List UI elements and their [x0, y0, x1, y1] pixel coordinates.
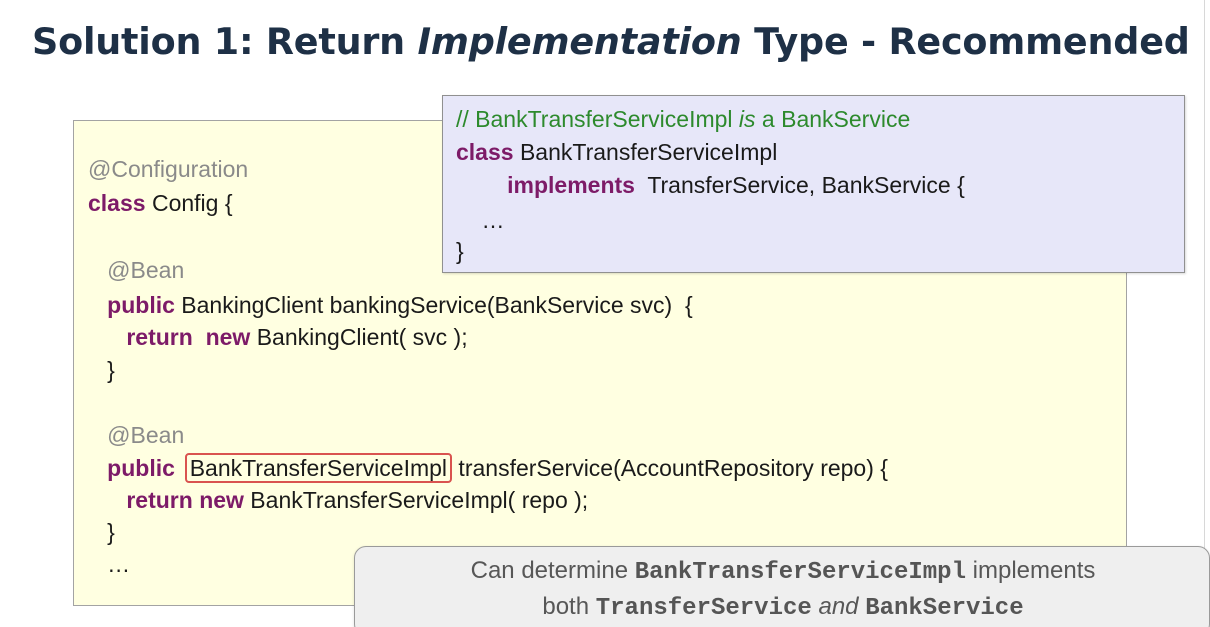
method1-close-brace: } [107, 357, 115, 383]
method2-signature: transferService(AccountRepository repo) … [452, 455, 888, 481]
interface-ellipsis-line: … [456, 207, 505, 233]
slide-right-divider [1204, 0, 1205, 627]
impl-class-name: BankTransferServiceImpl [513, 139, 778, 165]
config-annotation-line: @Configuration [88, 156, 248, 182]
code-comment: // BankTransferServiceImpl is a BankServ… [456, 106, 911, 132]
new-keyword-2: new [199, 487, 244, 513]
title-text-part2: Type - Recommended [741, 20, 1190, 63]
interface-comment-line: // BankTransferServiceImpl is a BankServ… [456, 106, 910, 132]
interface-class-line: class BankTransferServiceImpl [456, 139, 777, 165]
note-line-2: both TransferService and BankService [542, 593, 1024, 622]
callout-note: Can determine BankTransferServiceImpl im… [354, 546, 1210, 627]
method1-signature-line: public BankingClient bankingService(Bank… [88, 292, 693, 318]
config-ellipsis: … [107, 551, 131, 577]
method1-body-line: return new BankingClient( svc ); [88, 324, 468, 350]
bean-annotation-line-2: @Bean [88, 422, 184, 448]
method1-close-line: } [88, 357, 115, 383]
method2-body: BankTransferServiceImpl( repo ); [243, 487, 589, 513]
interface-close-line: } [456, 238, 464, 264]
method2-close-brace: } [107, 519, 115, 545]
public-keyword-1: public [107, 292, 175, 318]
note-code-bank: BankService [865, 595, 1024, 622]
method2-body-line: return new BankTransferServiceImpl( repo… [88, 487, 588, 513]
note-and-emphasis: and [818, 593, 859, 620]
config-class-declaration: Config { [145, 190, 233, 216]
impl-ellipsis: … [456, 207, 505, 233]
method2-close-line: } [88, 519, 115, 545]
public-keyword-2: public [107, 455, 175, 481]
return-keyword-2: return [126, 487, 193, 513]
impl-close-brace: } [456, 238, 464, 264]
implementation-class-box: // BankTransferServiceImpl is a BankServ… [442, 95, 1185, 273]
class-keyword-impl: class [456, 139, 514, 165]
bean-annotation-line-1: @Bean [88, 257, 184, 283]
config-class-line: class Config { [88, 190, 233, 216]
title-emphasis: Implementation [417, 20, 742, 63]
config-ellipsis-line: … [88, 551, 130, 577]
bean-annotation-2: @Bean [107, 422, 185, 448]
class-keyword: class [88, 190, 146, 216]
interface-implements-line: implements TransferService, BankService … [456, 172, 965, 198]
implements-keyword: implements [507, 172, 635, 198]
highlighted-return-type: BankTransferServiceImpl [184, 453, 453, 483]
implements-list: TransferService, BankService { [634, 172, 965, 198]
new-keyword-1: new [205, 324, 251, 350]
return-keyword-1: return [126, 324, 193, 350]
slide-title: Solution 1: Return Implementation Type -… [32, 20, 1190, 63]
configuration-annotation: @Configuration [88, 156, 249, 182]
title-text-part1: Solution 1: Return [32, 20, 418, 63]
note-line-1: Can determine BankTransferServiceImpl im… [470, 557, 1096, 586]
bean-annotation-1: @Bean [107, 257, 185, 283]
method1-body: BankingClient( svc ); [250, 324, 468, 350]
method2-signature-line: public BankTransferServiceImpl transferS… [88, 453, 888, 483]
note-code-impl: BankTransferServiceImpl [634, 559, 966, 586]
note-code-transfer: TransferService [595, 595, 812, 622]
method1-signature: BankingClient bankingService(BankService… [174, 292, 693, 318]
